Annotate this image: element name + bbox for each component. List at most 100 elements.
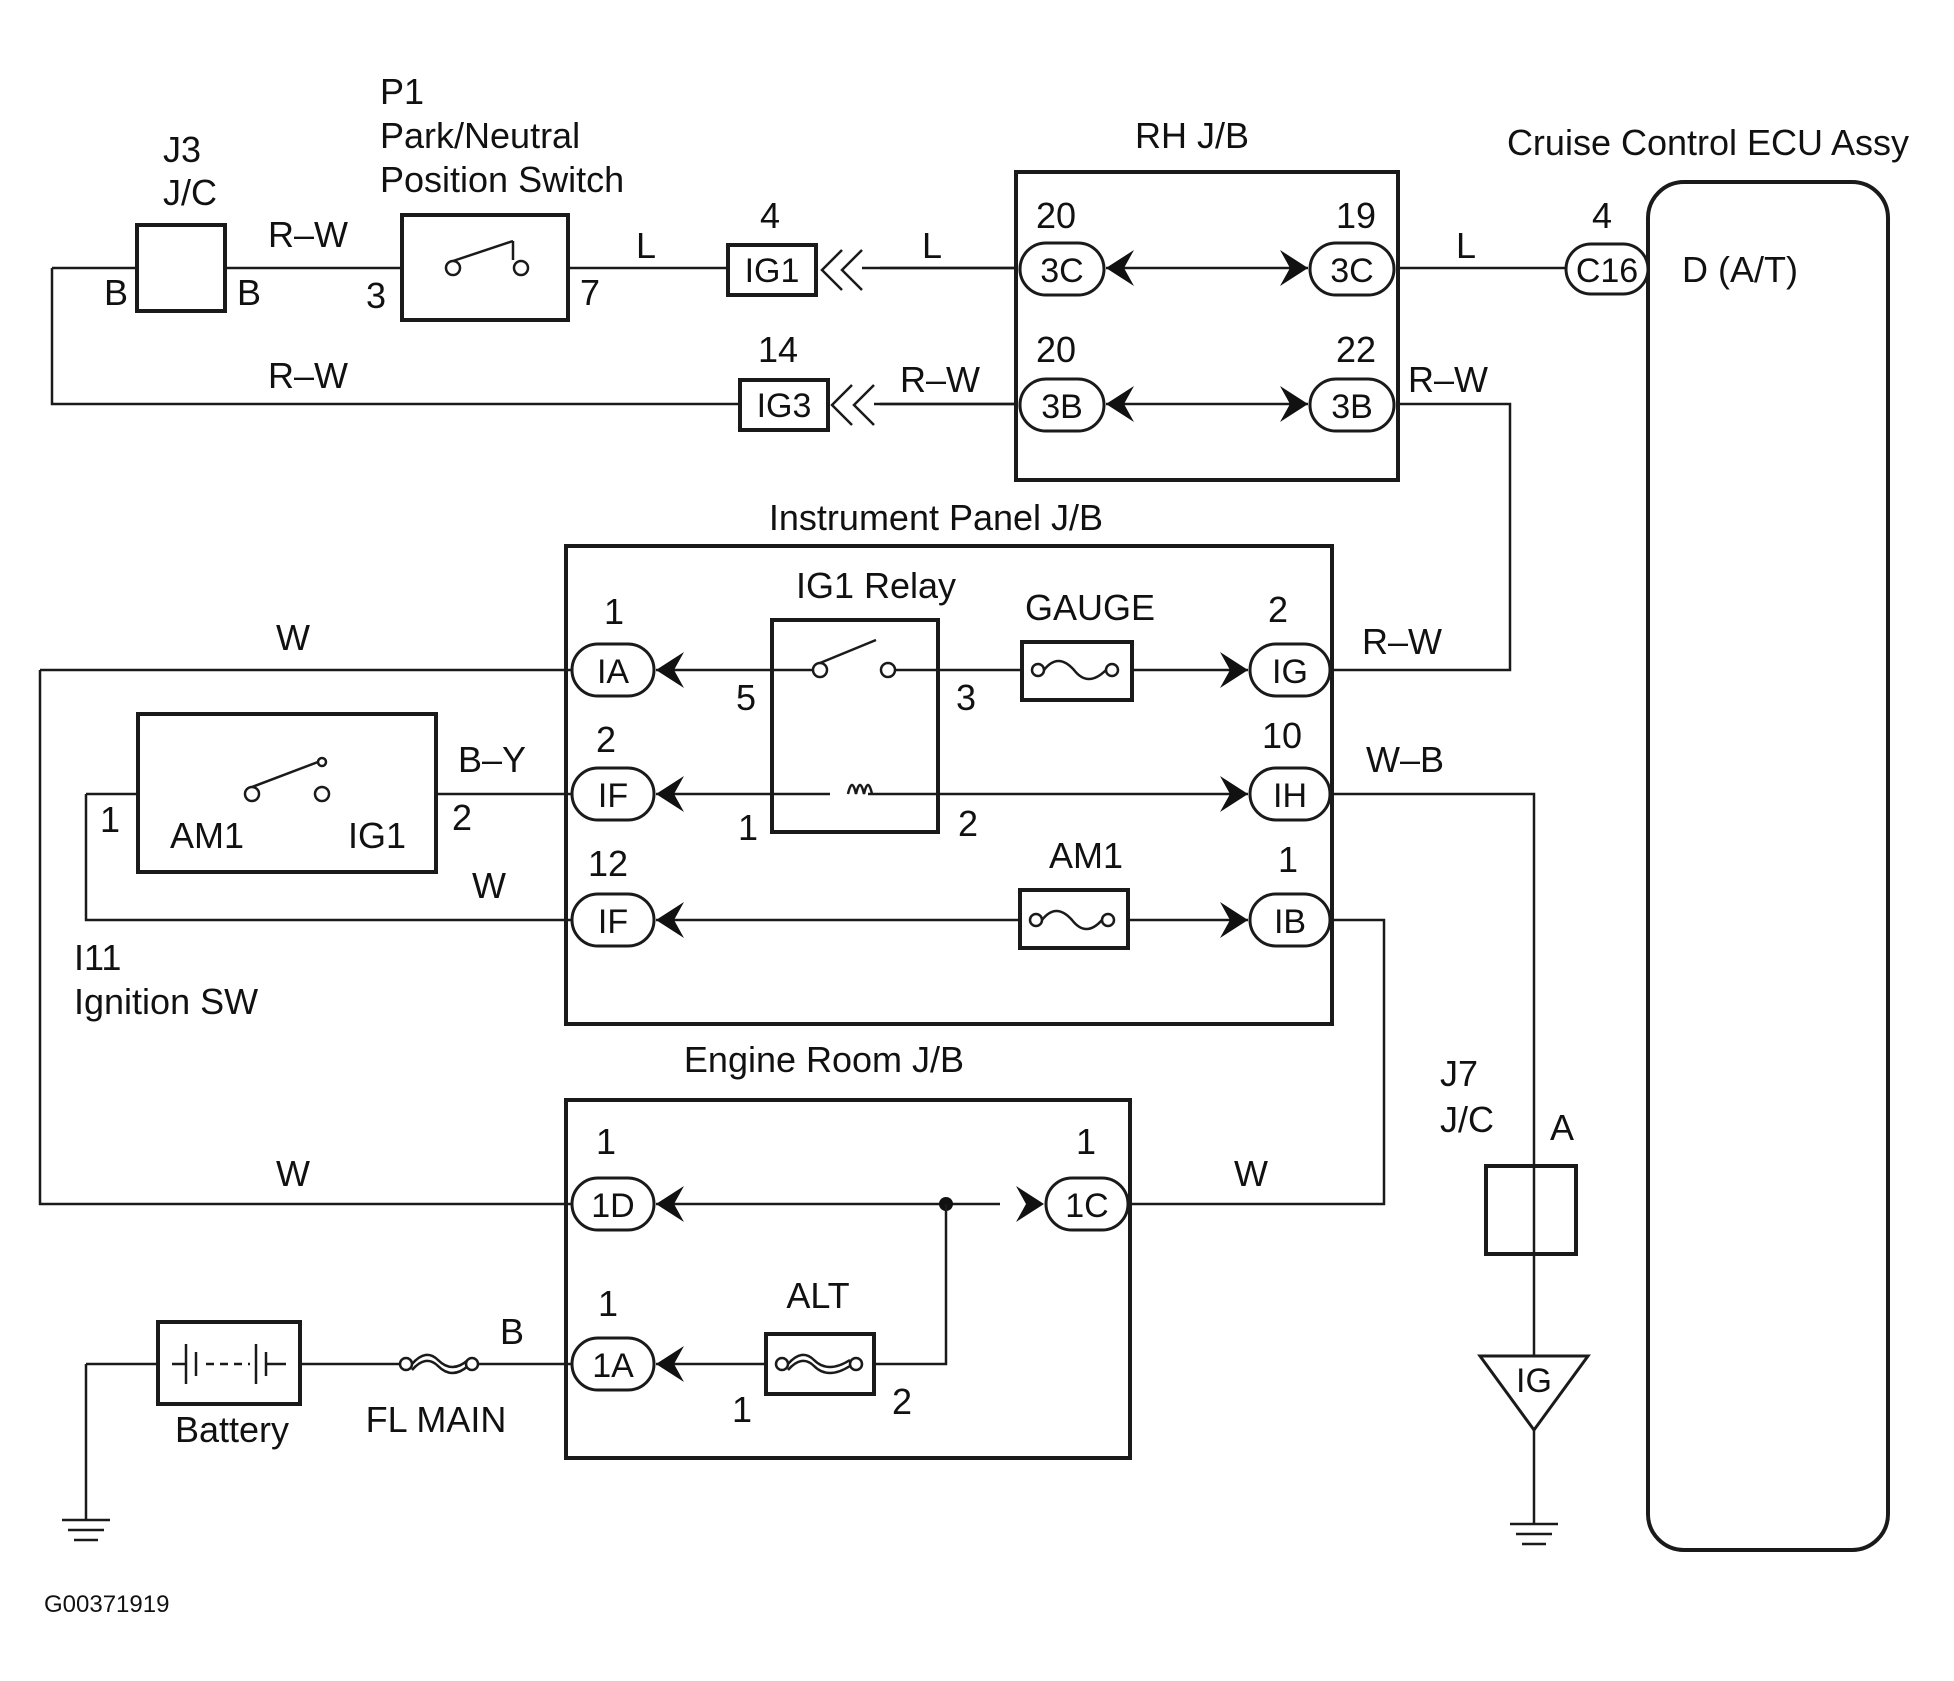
p1-pin-out: 7: [580, 272, 600, 313]
p1-pin-in: 3: [366, 275, 386, 316]
er-1d-label: 1D: [591, 1187, 634, 1225]
am1-fuse-title: AM1: [1049, 835, 1123, 876]
ip-ib-label: IB: [1274, 903, 1306, 941]
wire-rw-rh-right: R–W: [1408, 359, 1488, 400]
ip-ib-num: 1: [1278, 839, 1298, 880]
ig1-relay-pin5: 5: [736, 677, 756, 718]
ignition-switch: AM1 IG1 1 2 I11 Ignition SW: [74, 712, 472, 1022]
er-1d-num: 1: [596, 1121, 616, 1162]
ip-ig-label: IG: [1272, 653, 1308, 691]
wire-w-1d: W: [276, 1153, 310, 1194]
p1-id: P1: [380, 71, 424, 112]
engine-room-junction-block: Engine Room J/B 1 1D 1 1C 1 1A: [564, 1039, 1132, 1460]
alt-fuse-pin1: 1: [732, 1389, 752, 1430]
er-1a-label: 1A: [592, 1347, 634, 1385]
ignition-sw-pin2: 2: [452, 797, 472, 838]
alt-fuse-pin2: 2: [892, 1381, 912, 1422]
connector-ig3-label: IG3: [757, 387, 812, 425]
ig1-relay-pin3: 3: [956, 677, 976, 718]
gauge-fuse: GAUGE: [1020, 587, 1155, 702]
j3-pin-left: B: [104, 272, 128, 313]
j7-pin: A: [1550, 1107, 1574, 1148]
rh-3c-left-label: 3C: [1040, 252, 1083, 290]
ip-external-wires: [38, 668, 1536, 1206]
ig-ground-label: IG: [1516, 1362, 1552, 1400]
ecu-connector: C16: [1576, 252, 1638, 290]
engine-jb-title: Engine Room J/B: [684, 1039, 964, 1080]
ip-ia-label: IA: [597, 653, 629, 691]
am1-fuse: AM1: [1018, 835, 1130, 950]
ip-if2-num: 2: [596, 719, 616, 760]
ip-if12-num: 12: [588, 843, 628, 884]
ignition-sw-term-am1: AM1: [170, 815, 244, 856]
rh-3c-left-num: 20: [1036, 195, 1076, 236]
connector-ig3: 14 IG3: [738, 329, 1016, 432]
wire-rw-j3-p1: R–W: [268, 214, 348, 255]
ip-ia-num: 1: [604, 591, 624, 632]
wire-wb-ih-out: W–B: [1366, 739, 1444, 780]
wire-w-1c: W: [1234, 1153, 1268, 1194]
er-1a-num: 1: [598, 1283, 618, 1324]
er-1c-label: 1C: [1065, 1187, 1108, 1225]
gauge-fuse-title: GAUGE: [1025, 587, 1155, 628]
ignition-sw-id: I11: [74, 937, 121, 978]
wire-rw-ig3-rh: R–W: [900, 359, 980, 400]
diagram-code: G00371919: [44, 1591, 169, 1618]
rh-3b-right-num: 22: [1336, 329, 1376, 370]
ecu-terminal: D (A/T): [1682, 249, 1798, 290]
rh-3b-left-label: 3B: [1041, 388, 1083, 426]
ig1-relay-pin2: 2: [958, 803, 978, 844]
alt-fuse-title: ALT: [786, 1275, 849, 1316]
fl-main-name: FL MAIN: [366, 1399, 507, 1440]
wire-by-sw-if: B–Y: [458, 739, 526, 780]
wire-rw-ig-out: R–W: [1362, 621, 1442, 662]
ignition-sw-term-ig1: IG1: [348, 815, 406, 856]
alt-fuse: ALT 1 2: [732, 1275, 912, 1430]
ig-ground-symbol: IG: [1477, 1354, 1591, 1546]
ecu-pin-num: 4: [1592, 195, 1612, 236]
rh-3c-right-num: 19: [1336, 195, 1376, 236]
ip-if12-label: IF: [598, 903, 628, 941]
p1-line2: Position Switch: [380, 159, 624, 200]
connector-ig3-num: 14: [758, 329, 798, 370]
p1-park-neutral-switch: P1 Park/Neutral Position Switch 3 7: [366, 71, 624, 322]
j3-junction-connector: J3 J/C B B: [104, 129, 261, 313]
j7-name: J/C: [1440, 1099, 1494, 1140]
ig1-relay-pin1: 1: [738, 807, 758, 848]
rh-3b-left-num: 20: [1036, 329, 1076, 370]
ignition-sw-name: Ignition SW: [74, 981, 258, 1022]
ip-jb-title: Instrument Panel J/B: [769, 497, 1103, 538]
wire-w-sw-if12: W: [472, 865, 506, 906]
j7-junction-connector: J7 J/C A: [1440, 1053, 1578, 1356]
j3-id: J3: [163, 129, 201, 170]
wire-l-rh-ecu: L: [1456, 225, 1476, 266]
instrument-panel-junction-block: Instrument Panel J/B 1 IA 2 IG 2 IF 10 I…: [564, 497, 1334, 1026]
wire-l-p1-ig1: L: [636, 225, 656, 266]
p1-line1: Park/Neutral: [380, 115, 580, 156]
ip-if2-label: IF: [598, 777, 628, 815]
wire-b-fl-1a: B: [500, 1311, 524, 1352]
j7-id: J7: [1440, 1053, 1478, 1094]
rh-jb-title: RH J/B: [1135, 115, 1249, 156]
ig1-relay: IG1 Relay 5 3 1 2: [736, 565, 978, 848]
ig1-relay-title: IG1 Relay: [796, 565, 956, 606]
rh-junction-block: RH J/B 20 3C 19 3C 20 3B 22 3B: [1014, 115, 1400, 482]
battery-name: Battery: [175, 1409, 289, 1450]
wire-l-ig1-rh: L: [922, 225, 942, 266]
rh-3c-right-label: 3C: [1330, 252, 1373, 290]
connector-ig1: 4 IG1: [726, 195, 1016, 297]
ip-ih-label: IH: [1273, 777, 1307, 815]
ecu-title: Cruise Control ECU Assy: [1507, 122, 1909, 163]
ip-ih-num: 10: [1262, 715, 1302, 756]
rh-3b-right-label: 3B: [1331, 388, 1373, 426]
cruise-control-ecu: Cruise Control ECU Assy 4 C16 D (A/T): [1507, 122, 1909, 1552]
er-1c-num: 1: [1076, 1121, 1096, 1162]
connector-ig1-label: IG1: [745, 252, 800, 290]
j3-name: J/C: [163, 172, 217, 213]
ignition-sw-pin1: 1: [100, 799, 120, 840]
ip-ig-num: 2: [1268, 589, 1288, 630]
battery-circuit: Battery FL MAIN B: [62, 1311, 572, 1542]
connector-ig1-num: 4: [760, 195, 780, 236]
wire-rw-bottom-loop: R–W: [268, 355, 348, 396]
